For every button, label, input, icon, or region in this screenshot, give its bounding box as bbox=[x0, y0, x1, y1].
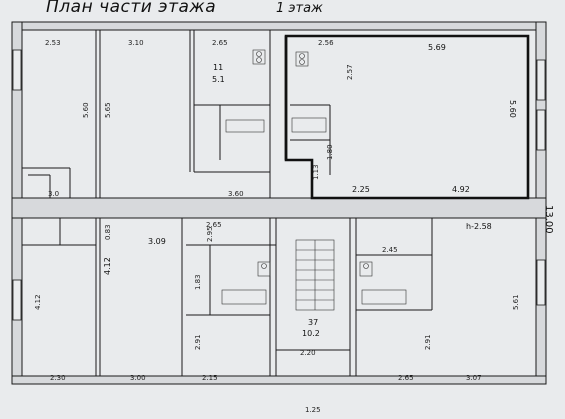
plan-title: План части этажа bbox=[46, 0, 217, 17]
dim-left-room-height: 5.60 bbox=[82, 102, 90, 118]
dim-big-room-bottom-left: 2.25 bbox=[352, 185, 370, 194]
dim-big-room-bottom-right: 4.92 bbox=[452, 185, 470, 194]
dim-bottom-far-right-width: 3.07 bbox=[466, 374, 482, 382]
ceiling-height: h-2.58 bbox=[466, 222, 492, 231]
dim-lower-right-small: 2.45 bbox=[382, 246, 398, 254]
dim-bottom-right-width: 2.65 bbox=[398, 374, 414, 382]
dim-big-room-height: 5.60 bbox=[508, 100, 517, 118]
lower-partitions bbox=[22, 218, 433, 376]
highlighted-apartment bbox=[284, 34, 530, 200]
dim-left-small-width: 3.0 bbox=[48, 190, 59, 198]
staircase bbox=[290, 239, 350, 385]
dim-bottom-fourth-width: 2.20 bbox=[300, 349, 316, 357]
window-marks bbox=[12, 49, 546, 321]
upper-partitions bbox=[22, 30, 331, 198]
dim-lower-corridor: 3.09 bbox=[148, 237, 166, 246]
dim-highlight-vertical: 2.57 bbox=[346, 64, 354, 80]
dim-bottom-second-width: 3.00 bbox=[130, 374, 146, 382]
dim-mid-stair-label: 1.80 bbox=[326, 144, 334, 160]
dim-second-room-height: 5.65 bbox=[104, 102, 112, 118]
dim-top-second-width: 3.10 bbox=[128, 39, 144, 47]
dim-lower-left-height: 4.12 bbox=[34, 294, 42, 310]
stair-room-area: 10.2 bbox=[302, 329, 320, 338]
dim-big-room-width: 5.69 bbox=[428, 43, 446, 52]
dim-lower-room-height-left: 2.91 bbox=[194, 334, 202, 350]
dim-lower-second-height: 4.12 bbox=[103, 257, 112, 275]
wc-room-label: 11 bbox=[213, 63, 223, 72]
dim-corridor-width: 3.60 bbox=[228, 190, 244, 198]
dim-lower-right-height: 5.61 bbox=[512, 294, 520, 310]
dim-highlight-small-width: 2.56 bbox=[318, 39, 334, 47]
outer-walls bbox=[11, 21, 547, 385]
building-depth: 13.00 bbox=[543, 205, 554, 234]
dim-bottom-left-width: 2.30 bbox=[50, 374, 66, 382]
dim-lower-right-mid: 2.91 bbox=[424, 334, 432, 350]
dim-bottom-third-width: 2.15 bbox=[202, 374, 218, 382]
dim-bottom-stair-width: 1.25 bbox=[305, 406, 321, 414]
dim-corridor-stair-mark: 1.13 bbox=[312, 164, 320, 180]
dim-lower-mark-a: 0.83 bbox=[104, 224, 112, 240]
dim-lower-mark-b: 2.95 bbox=[206, 226, 214, 242]
plumbing-fixtures bbox=[221, 49, 407, 305]
dim-top-left-width: 2.53 bbox=[45, 39, 61, 47]
dim-lower-wc-height: 1.83 bbox=[194, 274, 202, 290]
dim-lower-room-width: 2.65 bbox=[206, 221, 222, 229]
floor-label: 1 этаж bbox=[276, 1, 323, 16]
dim-top-small-width: 2.65 bbox=[212, 39, 228, 47]
stair-room-label: 37 bbox=[308, 318, 318, 327]
wc-room-area: 5.1 bbox=[212, 75, 225, 84]
